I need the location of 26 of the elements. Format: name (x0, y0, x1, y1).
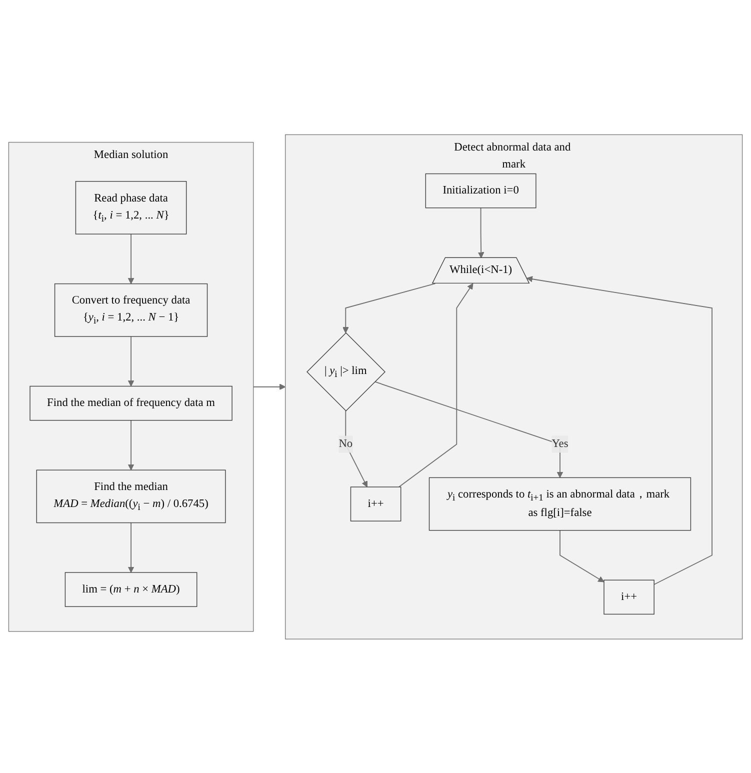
node-box (350, 486, 402, 522)
node-diamond (306, 332, 386, 411)
arrow (252, 383, 286, 390)
node-box (36, 469, 226, 523)
arrow (345, 410, 368, 487)
arrow (342, 282, 436, 333)
edge-label: No (338, 438, 353, 450)
node-box (604, 579, 654, 614)
node-box (54, 283, 208, 336)
arrow (478, 207, 484, 258)
node-box (428, 476, 692, 530)
arrow (560, 530, 604, 582)
cluster (284, 134, 743, 640)
arrow (526, 276, 712, 585)
arrow (374, 380, 564, 478)
arrow (128, 233, 134, 284)
arrow (128, 420, 134, 470)
edge-label: Yes (552, 438, 568, 450)
node-box (425, 173, 536, 208)
node-box (64, 572, 198, 607)
arrow (128, 336, 134, 386)
cluster (8, 142, 254, 632)
node-box (30, 386, 232, 420)
arrow (398, 282, 474, 488)
node-box (75, 180, 187, 234)
arrow (128, 522, 134, 572)
